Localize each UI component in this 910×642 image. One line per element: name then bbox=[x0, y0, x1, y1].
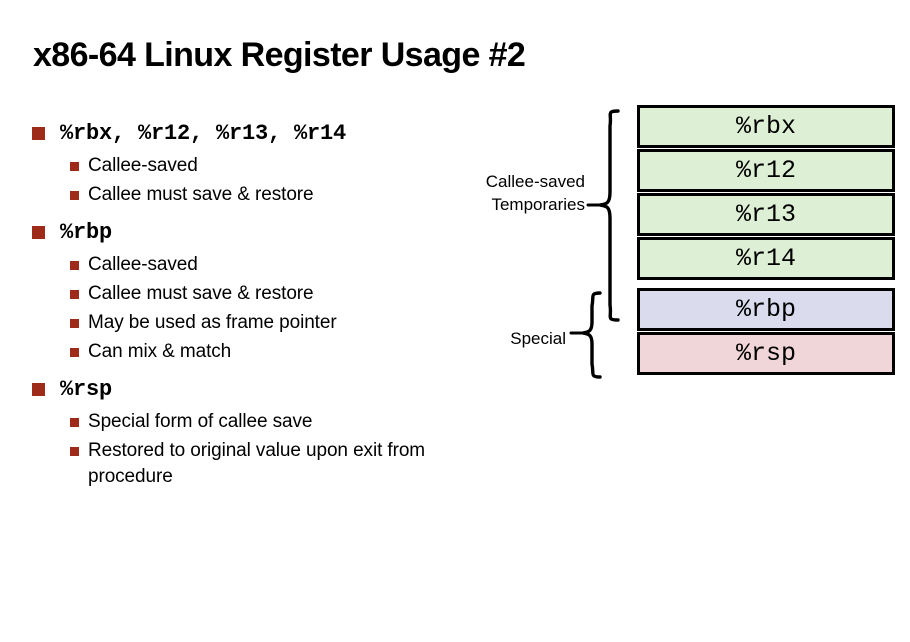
register-box-label: %r13 bbox=[735, 200, 796, 229]
bullet-level2-label: Special form of callee save bbox=[88, 411, 313, 432]
bullet-square-icon bbox=[32, 127, 45, 140]
bullet-level1-registers-group1: %rbx, %r12, %r13, %r14 bbox=[30, 118, 460, 149]
register-box-label: %rsp bbox=[735, 339, 796, 368]
brace-special bbox=[581, 291, 602, 379]
bullet-level2-label: Restored to original value upon exit fro… bbox=[88, 440, 426, 487]
group-label-callee-saved-temporaries: Callee-saved Temporaries bbox=[485, 172, 585, 214]
sub-bullet-square-icon bbox=[70, 418, 79, 427]
list-item: Restored to original value upon exit fro… bbox=[30, 438, 460, 490]
sub-bullet-square-icon bbox=[70, 447, 79, 456]
list-item: Callee must save & restore bbox=[30, 281, 460, 307]
brace-callee-saved bbox=[598, 109, 620, 322]
bullet-level1-registers-group3: %rsp bbox=[30, 374, 460, 405]
bullet-level2-label: May be used as frame pointer bbox=[88, 312, 337, 333]
sub-bullet-square-icon bbox=[70, 290, 79, 299]
list-item: May be used as frame pointer bbox=[30, 310, 460, 336]
sub-bullet-square-icon bbox=[70, 348, 79, 357]
bullet-square-icon bbox=[32, 383, 45, 396]
register-box-r13: %r13 bbox=[637, 193, 895, 236]
list-item: Callee-saved bbox=[30, 252, 460, 278]
group-label-special: Special bbox=[510, 329, 566, 348]
register-box-label: %rbx bbox=[735, 112, 796, 141]
register-box-rsp: %rsp bbox=[637, 332, 895, 375]
bullet-level2-label: Callee-saved bbox=[88, 254, 198, 275]
sub-bullet-square-icon bbox=[70, 191, 79, 200]
list-item: Can mix & match bbox=[30, 339, 460, 365]
sub-bullet-square-icon bbox=[70, 261, 79, 270]
list-item: Special form of callee save bbox=[30, 409, 460, 435]
list-item: Callee must save & restore bbox=[30, 182, 460, 208]
register-box-rbp: %rbp bbox=[637, 288, 895, 331]
sub-bullet-square-icon bbox=[70, 319, 79, 328]
bullet-list: %rbx, %r12, %r13, %r14 Callee-saved Call… bbox=[30, 118, 460, 493]
register-box-rbx: %rbx bbox=[637, 105, 895, 148]
register-box-r12: %r12 bbox=[637, 149, 895, 192]
bullet-level2-label: Callee must save & restore bbox=[88, 184, 314, 205]
bullet-level1-label: %rbx, %r12, %r13, %r14 bbox=[60, 121, 347, 146]
register-diagram: Callee-saved Temporaries Special %rbx %r… bbox=[440, 100, 910, 400]
bullet-level2-label: Callee must save & restore bbox=[88, 283, 314, 304]
bullet-level1-label: %rsp bbox=[60, 377, 113, 402]
list-item: Callee-saved bbox=[30, 153, 460, 179]
bullet-level2-label: Callee-saved bbox=[88, 155, 198, 176]
sub-bullet-square-icon bbox=[70, 162, 79, 171]
register-box-r14: %r14 bbox=[637, 237, 895, 280]
bullet-square-icon bbox=[32, 226, 45, 239]
register-box-label: %rbp bbox=[735, 295, 796, 324]
page-title: x86-64 Linux Register Usage #2 bbox=[33, 36, 526, 74]
bullet-level1-label: %rbp bbox=[60, 220, 113, 245]
bullet-level1-registers-group2: %rbp bbox=[30, 217, 460, 248]
register-box-label: %r12 bbox=[735, 156, 796, 185]
bullet-level2-label: Can mix & match bbox=[88, 341, 232, 362]
register-box-label: %r14 bbox=[735, 244, 796, 273]
